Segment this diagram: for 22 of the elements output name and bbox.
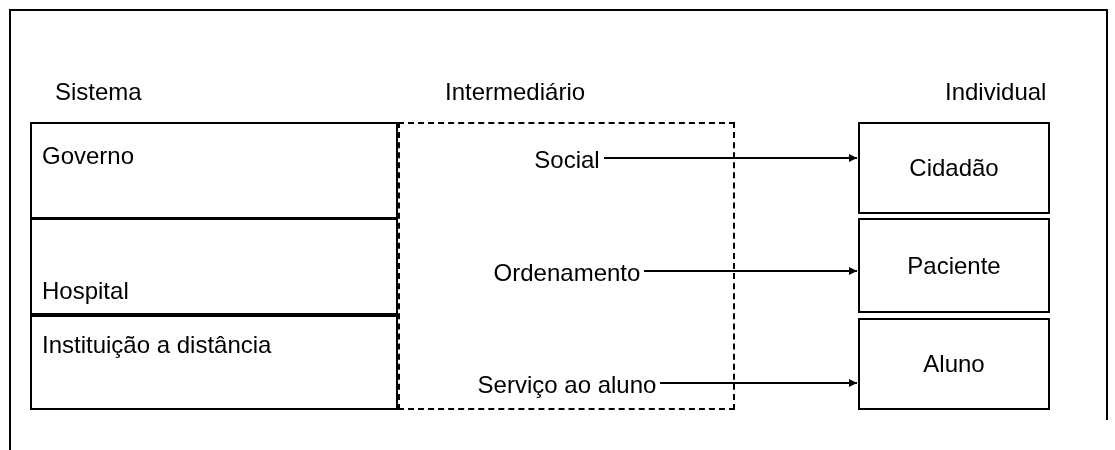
dashed-region-box [398, 122, 735, 410]
arrow [643, 267, 858, 275]
process-box [30, 315, 398, 410]
node-text: Ordenamento [493, 258, 641, 287]
process-box [30, 218, 398, 315]
node-text: Social [534, 145, 600, 174]
node-text: Hospital [42, 277, 129, 305]
process-box [858, 318, 1050, 410]
process-box [30, 122, 398, 219]
column-heading: Sistema [55, 78, 142, 106]
arrow [603, 154, 858, 162]
node-text: Serviço ao aluno [477, 370, 657, 399]
process-box [858, 218, 1050, 313]
column-heading: Intermediário [445, 78, 586, 106]
process-box [858, 122, 1050, 214]
node-text: Cidadão [909, 154, 999, 182]
node-text: Aluno [923, 350, 985, 378]
arrow [659, 379, 858, 387]
column-heading: Individual [945, 78, 1047, 106]
node-text: Governo [42, 142, 135, 170]
node-text: Instituição a distância [42, 331, 272, 359]
node-text: Paciente [907, 251, 1001, 280]
